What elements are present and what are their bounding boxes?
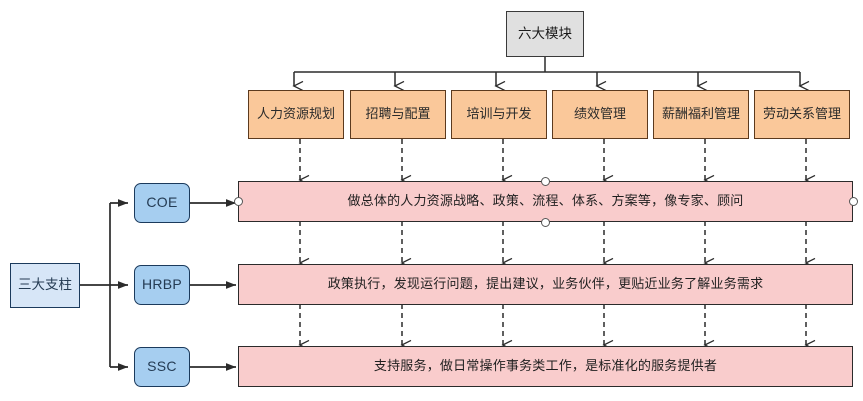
module-to-description-edges <box>298 139 816 351</box>
node-pillar-ssc-label: SSC <box>147 358 177 375</box>
description-bar-coe[interactable]: 做总体的人力资源战略、政策、流程、体系、方案等，像专家、顾问 <box>238 181 853 222</box>
node-module-1-label: 人力资源规划 <box>256 106 335 122</box>
node-module-6-label: 劳动关系管理 <box>762 106 841 122</box>
node-pillar-coe[interactable]: COE <box>134 183 190 223</box>
module-tree-edges <box>292 57 810 92</box>
node-module-5-label: 薪酬福利管理 <box>661 106 740 122</box>
selection-handle-bottom[interactable] <box>540 217 550 227</box>
node-pillar-hrbp[interactable]: HRBP <box>134 265 190 305</box>
node-module-6[interactable]: 劳动关系管理 <box>754 90 850 139</box>
node-module-2-label: 招聘与配置 <box>365 106 431 122</box>
description-bar-hrbp-text: 政策执行，发现运行问题，提出建议，业务伙伴，更贴近业务了解业务需求 <box>327 276 764 292</box>
node-module-4[interactable]: 绩效管理 <box>552 90 648 139</box>
description-bar-ssc[interactable]: 支持服务，做日常操作事务类工作，是标准化的服务提供者 <box>238 346 853 387</box>
node-three-pillars-root[interactable]: 三大支柱 <box>10 263 80 308</box>
description-bar-ssc-text: 支持服务，做日常操作事务类工作，是标准化的服务提供者 <box>373 358 718 374</box>
node-module-3[interactable]: 培训与开发 <box>451 90 547 139</box>
description-bar-coe-text: 做总体的人力资源战略、政策、流程、体系、方案等，像专家、顾问 <box>347 193 744 209</box>
selection-handle-right[interactable] <box>848 196 858 206</box>
description-bar-hrbp[interactable]: 政策执行，发现运行问题，提出建议，业务伙伴，更贴近业务了解业务需求 <box>238 264 853 305</box>
node-module-5[interactable]: 薪酬福利管理 <box>653 90 749 139</box>
node-three-pillars-root-label: 三大支柱 <box>18 277 72 293</box>
node-module-1[interactable]: 人力资源规划 <box>248 90 344 139</box>
node-pillar-hrbp-label: HRBP <box>141 276 183 293</box>
node-pillar-coe-label: COE <box>146 194 178 211</box>
pillar-to-description-edges <box>190 199 236 371</box>
pillar-tree-edges <box>80 199 128 371</box>
selection-handle-top[interactable] <box>540 176 550 186</box>
node-pillar-ssc[interactable]: SSC <box>134 347 190 387</box>
node-six-modules-label: 六大模块 <box>518 25 572 41</box>
node-module-3-label: 培训与开发 <box>466 106 532 122</box>
selection-handle-left[interactable] <box>233 196 243 206</box>
node-six-modules[interactable]: 六大模块 <box>506 11 584 57</box>
node-module-4-label: 绩效管理 <box>573 106 626 122</box>
node-module-2[interactable]: 招聘与配置 <box>350 90 446 139</box>
